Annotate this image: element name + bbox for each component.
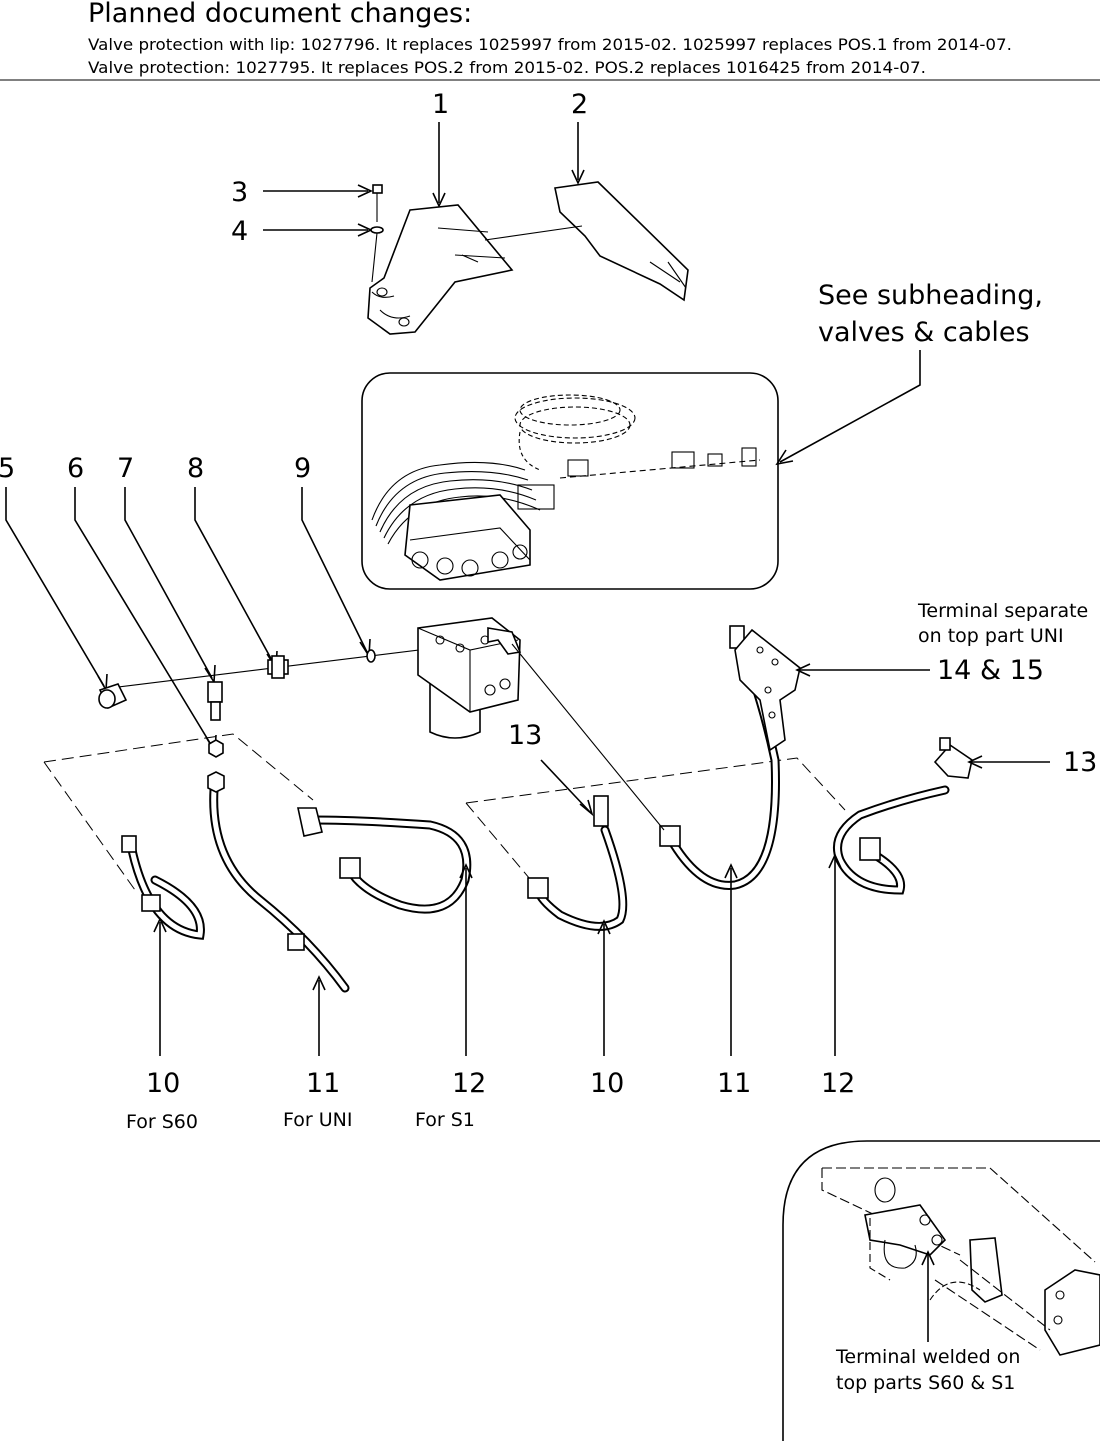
callout-2: 2: [571, 89, 588, 120]
callout-13-left: 13: [508, 720, 542, 751]
terminal-welded-detail-inset: [782, 1140, 1100, 1441]
adapter-part-8: [267, 655, 289, 679]
callout-11-left: 11: [306, 1068, 340, 1099]
callout-5: 5: [0, 453, 15, 484]
note-see-subheading-1: See subheading,: [818, 280, 1043, 311]
callout-6: 6: [67, 453, 84, 484]
hex-nut-part-6: [208, 739, 224, 758]
callout-11-right: 11: [717, 1068, 751, 1099]
terminal-bracket-part-14-15: [734, 628, 801, 752]
note-terminal-welded-2: top parts S60 & S1: [836, 1372, 1015, 1394]
callout-3: 3: [231, 177, 248, 208]
header-title: Planned document changes:: [88, 0, 472, 29]
hose-part-10-s60: [121, 835, 205, 940]
note-terminal-separate-2: on top part UNI: [918, 625, 1064, 647]
valve-protection-with-lip: [367, 204, 514, 335]
callout-13-right: 13: [1063, 747, 1097, 778]
callout-4: 4: [231, 216, 248, 247]
callout-12-right: 12: [821, 1068, 855, 1099]
valve-protection-part-2: [554, 181, 689, 302]
terminal-part-13-right: [933, 737, 973, 779]
callout-12-left: 12: [452, 1068, 486, 1099]
callout-7: 7: [117, 453, 134, 484]
screw-part-3: [372, 184, 383, 222]
elbow-fitting-part-5: [98, 683, 128, 710]
hose-part-12-right: [833, 785, 950, 895]
note-see-subheading-2: valves & cables: [818, 317, 1030, 348]
note-terminal-separate-1: Terminal separate: [917, 600, 1088, 622]
callout-10-right: 10: [590, 1068, 624, 1099]
valves-and-cables-inset: [361, 372, 779, 590]
callout-9: 9: [294, 453, 311, 484]
header-change-line-1: Valve protection with lip: 1027796. It r…: [88, 35, 1012, 54]
callout-10-left: 10: [146, 1068, 180, 1099]
callout-8: 8: [187, 453, 204, 484]
variant-label-s60: For S60: [126, 1111, 198, 1133]
variant-label-uni: For UNI: [283, 1109, 352, 1131]
washer-part-4: [370, 226, 384, 283]
variant-label-s1: For S1: [415, 1109, 475, 1131]
header-change-line-2: Valve protection: 1027795. It replaces P…: [88, 58, 926, 77]
callout-1: 1: [432, 89, 449, 120]
hose-part-11-uni: [207, 771, 350, 993]
valve-block: [417, 617, 522, 739]
note-terminal-welded-1: Terminal welded on: [835, 1346, 1020, 1368]
callout-14-15: 14 & 15: [937, 655, 1044, 686]
hose-part-10-right: [527, 795, 628, 931]
hose-part-12-s1: [297, 807, 472, 914]
o-ring-part-9: [366, 649, 376, 663]
union-fitting-part-7: [207, 681, 223, 721]
